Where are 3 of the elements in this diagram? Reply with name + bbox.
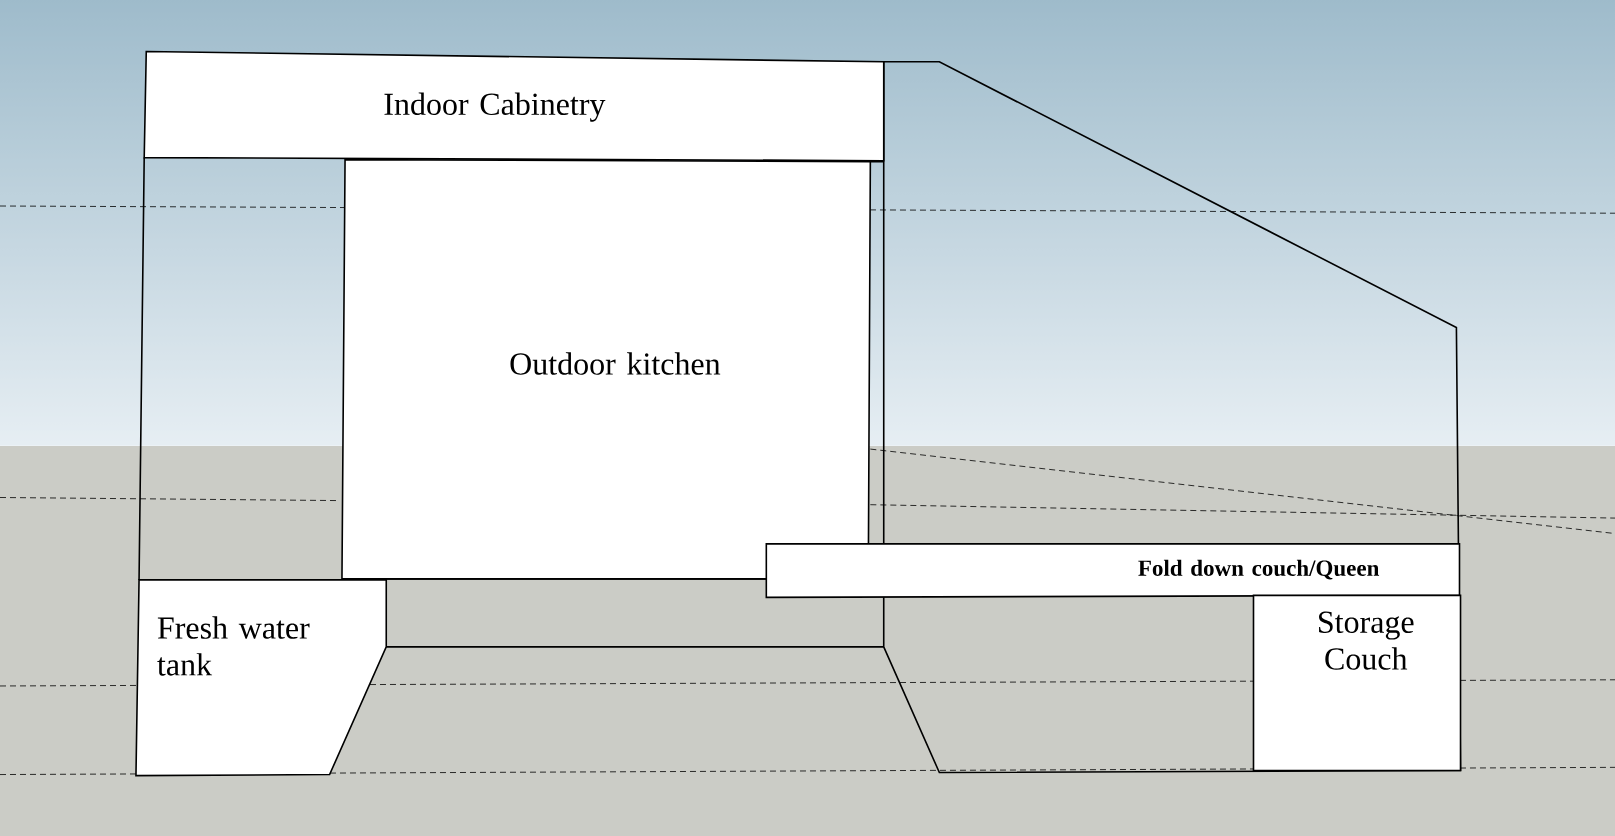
room-area: Storage Couch xyxy=(1252,594,1462,772)
room-area: Indoor Cabinetry xyxy=(143,50,885,162)
room-area: Fresh water tank xyxy=(135,578,388,777)
